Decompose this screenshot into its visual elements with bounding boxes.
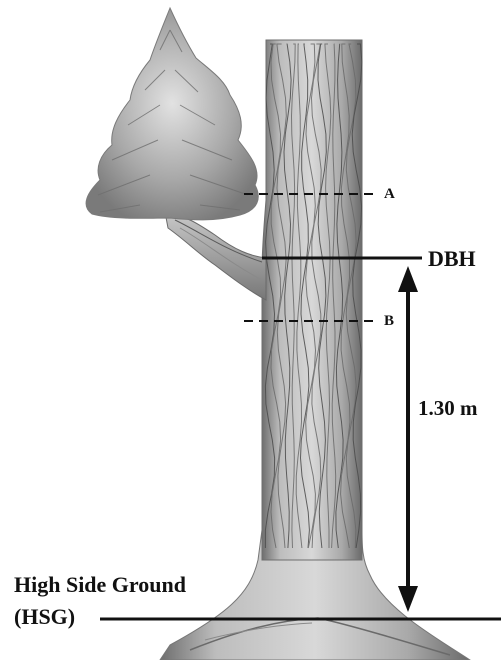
side-branch <box>165 212 266 300</box>
label-b: B <box>384 314 394 329</box>
label-hsg-line2: (HSG) <box>14 606 75 628</box>
tree-trunk <box>262 40 362 560</box>
height-arrow <box>398 266 418 612</box>
sapling-foliage <box>86 8 258 220</box>
label-dbh: DBH <box>428 248 476 270</box>
label-hsg-line1: High Side Ground <box>14 574 186 596</box>
label-a: A <box>384 187 395 202</box>
label-height: 1.30 m <box>418 398 478 419</box>
